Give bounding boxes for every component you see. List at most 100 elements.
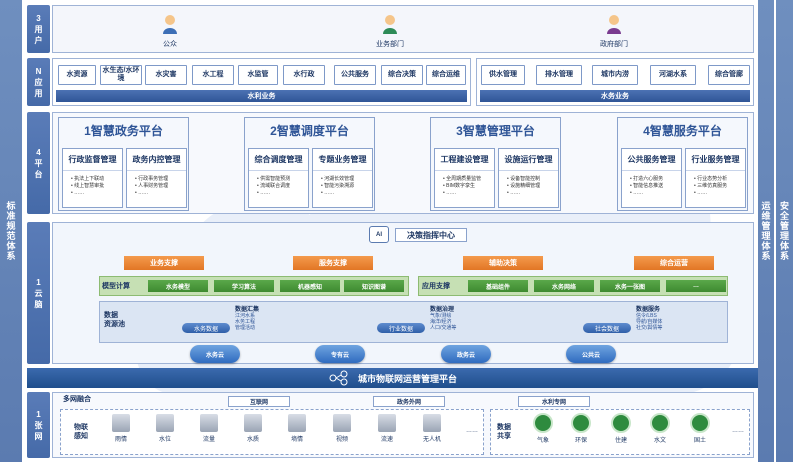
share-source: 住建 [605,413,637,444]
device-icon [112,414,130,432]
share-icon [611,413,631,433]
module-item: …… [694,190,727,197]
share-icon [690,413,710,433]
module-item: …… [443,190,481,197]
resource-pill: 社会数据 [583,323,631,333]
model-item: 机器感知 [280,280,340,292]
share-icon [650,413,670,433]
module-list: 行业态势分析三维仿真服务…… [694,176,727,197]
data-resource-pool-label: 数据 资源池 [104,312,125,328]
model-item: 知识图谱 [344,280,404,292]
user-public: 公众 [155,14,185,49]
device-label: 无人机 [422,437,441,443]
sensing-device: 无人机 [415,414,449,443]
device-icon [423,414,441,432]
module-item: 执法上下联动 [71,176,104,183]
app-item: 公共服务 [334,65,376,85]
share-source: 国土 [684,413,716,444]
level-cloud-brain: 1 云 脑 [27,222,50,364]
module-list: 河湖长效管理智能污染溯源…… [321,176,354,197]
level-network: 1 张 网 [27,392,50,458]
model-item: 水务模型 [148,280,208,292]
resource-line: 海洋/经济 [430,319,452,325]
data-share-label: 数据 共享 [497,424,511,440]
iot-platform-bar: 城市物联网运营管理平台 [27,368,758,388]
app-item: 供水管理 [481,65,525,85]
share-label: 住建 [614,438,627,444]
device-icon [244,414,262,432]
platform-panel: 4智慧服务平台公共服务管理打造六心服务智能信息推送……行业服务管理行业态势分析三… [617,117,748,211]
level-users: 3 用 户 [27,5,50,53]
module-item: 设施精细管理 [507,183,540,190]
decision-command-center: 决策指挥中心 [395,228,467,242]
person-icon [383,15,397,34]
device-label: 墒情 [290,437,303,443]
module-item: BIM数字孪生 [443,183,481,190]
app-item: 水生态/水环境 [100,65,142,85]
iot-platform-label: 城市物联网运营管理平台 [357,373,457,384]
platform-title: 4智慧服务平台 [643,124,722,138]
resource-title: 数据汇集 [235,307,260,313]
module-item: 河湖长效管理 [321,176,354,183]
resource-line: 水务工程 [235,319,256,325]
device-icon [378,414,396,432]
support-decision: 辅助决策 [463,256,543,270]
resource-line: 信令/LBS [636,313,657,319]
share-label: 水文 [653,438,666,444]
user-government-dept: 政府部门 [594,14,634,49]
share-icon [533,413,553,433]
module-title: 综合调度管理 [249,149,308,171]
sensing-device: 视频 [325,414,359,443]
app-item: 排水管理 [536,65,582,85]
device-label: 流量 [202,437,215,443]
app-item: 水资源 [58,65,96,85]
platform-module: 行政监督管理执法上下联动线上智慧审批…… [62,148,123,208]
module-item: 设备智能控制 [507,176,540,183]
app-support-item: 基础组件 [468,280,528,292]
app-support-item: 水务网络 [534,280,594,292]
resource-line: 导航/自媒体 [636,319,663,325]
device-icon [333,414,351,432]
cloud-item: 专有云 [315,345,365,363]
sensing-device: 水位 [148,414,182,443]
sensing-device: 流量 [192,414,226,443]
cloud-item: 政务云 [441,345,491,363]
multi-network-label: 多网融合 [63,396,91,403]
platform-title: 1智慧政务平台 [84,124,163,138]
support-operation: 综合运营 [634,256,714,270]
module-list: 设备智能控制设施精细管理…… [507,176,540,197]
device-label: 水质 [246,437,259,443]
net-gov-extranet: 政务外网 [373,396,445,407]
network-nodes-icon [329,370,348,386]
module-item: 供需智能预测 [257,176,290,183]
resource-line: 人口/交通等 [430,325,457,331]
app-item: 河湖水系 [650,65,696,85]
module-list: 行政事务管理人事财务管理…… [135,176,168,197]
share-label: …… [732,428,744,434]
sensing-device: 水质 [236,414,270,443]
module-item: 行政事务管理 [135,176,168,183]
platform-panel: 1智慧政务平台行政监督管理执法上下联动线上智慧审批……政务内控管理行政事务管理人… [58,117,189,211]
level-apps: N 应 用 [27,58,50,106]
app-item: 综合管廊 [708,65,750,85]
module-item: 智能污染溯源 [321,183,354,190]
module-title: 专题业务管理 [313,149,372,171]
water-affairs-label: 水务业务 [480,90,750,102]
security-management-sidebar: 安全管理体系 [776,0,793,462]
net-water-private: 水利专网 [518,396,590,407]
sensing-device: 雨情 [104,414,138,443]
support-business: 业务支撑 [124,256,204,270]
cloud-item: 水务云 [190,345,240,363]
platform-module: 综合调度管理供需智能预测流域联合调度…… [248,148,309,208]
module-item: …… [71,190,104,197]
module-item: …… [630,190,663,197]
module-item: 全周期质量监管 [443,176,481,183]
module-item: 智能信息推送 [630,183,663,190]
module-title: 行政监督管理 [63,149,122,171]
person-icon [607,15,621,34]
module-list: 打造六心服务智能信息推送…… [630,176,663,197]
app-item: 水行政 [283,65,325,85]
module-item: 行业态势分析 [694,176,727,183]
module-item: 打造六心服务 [630,176,663,183]
iot-sensing-group [60,409,484,455]
